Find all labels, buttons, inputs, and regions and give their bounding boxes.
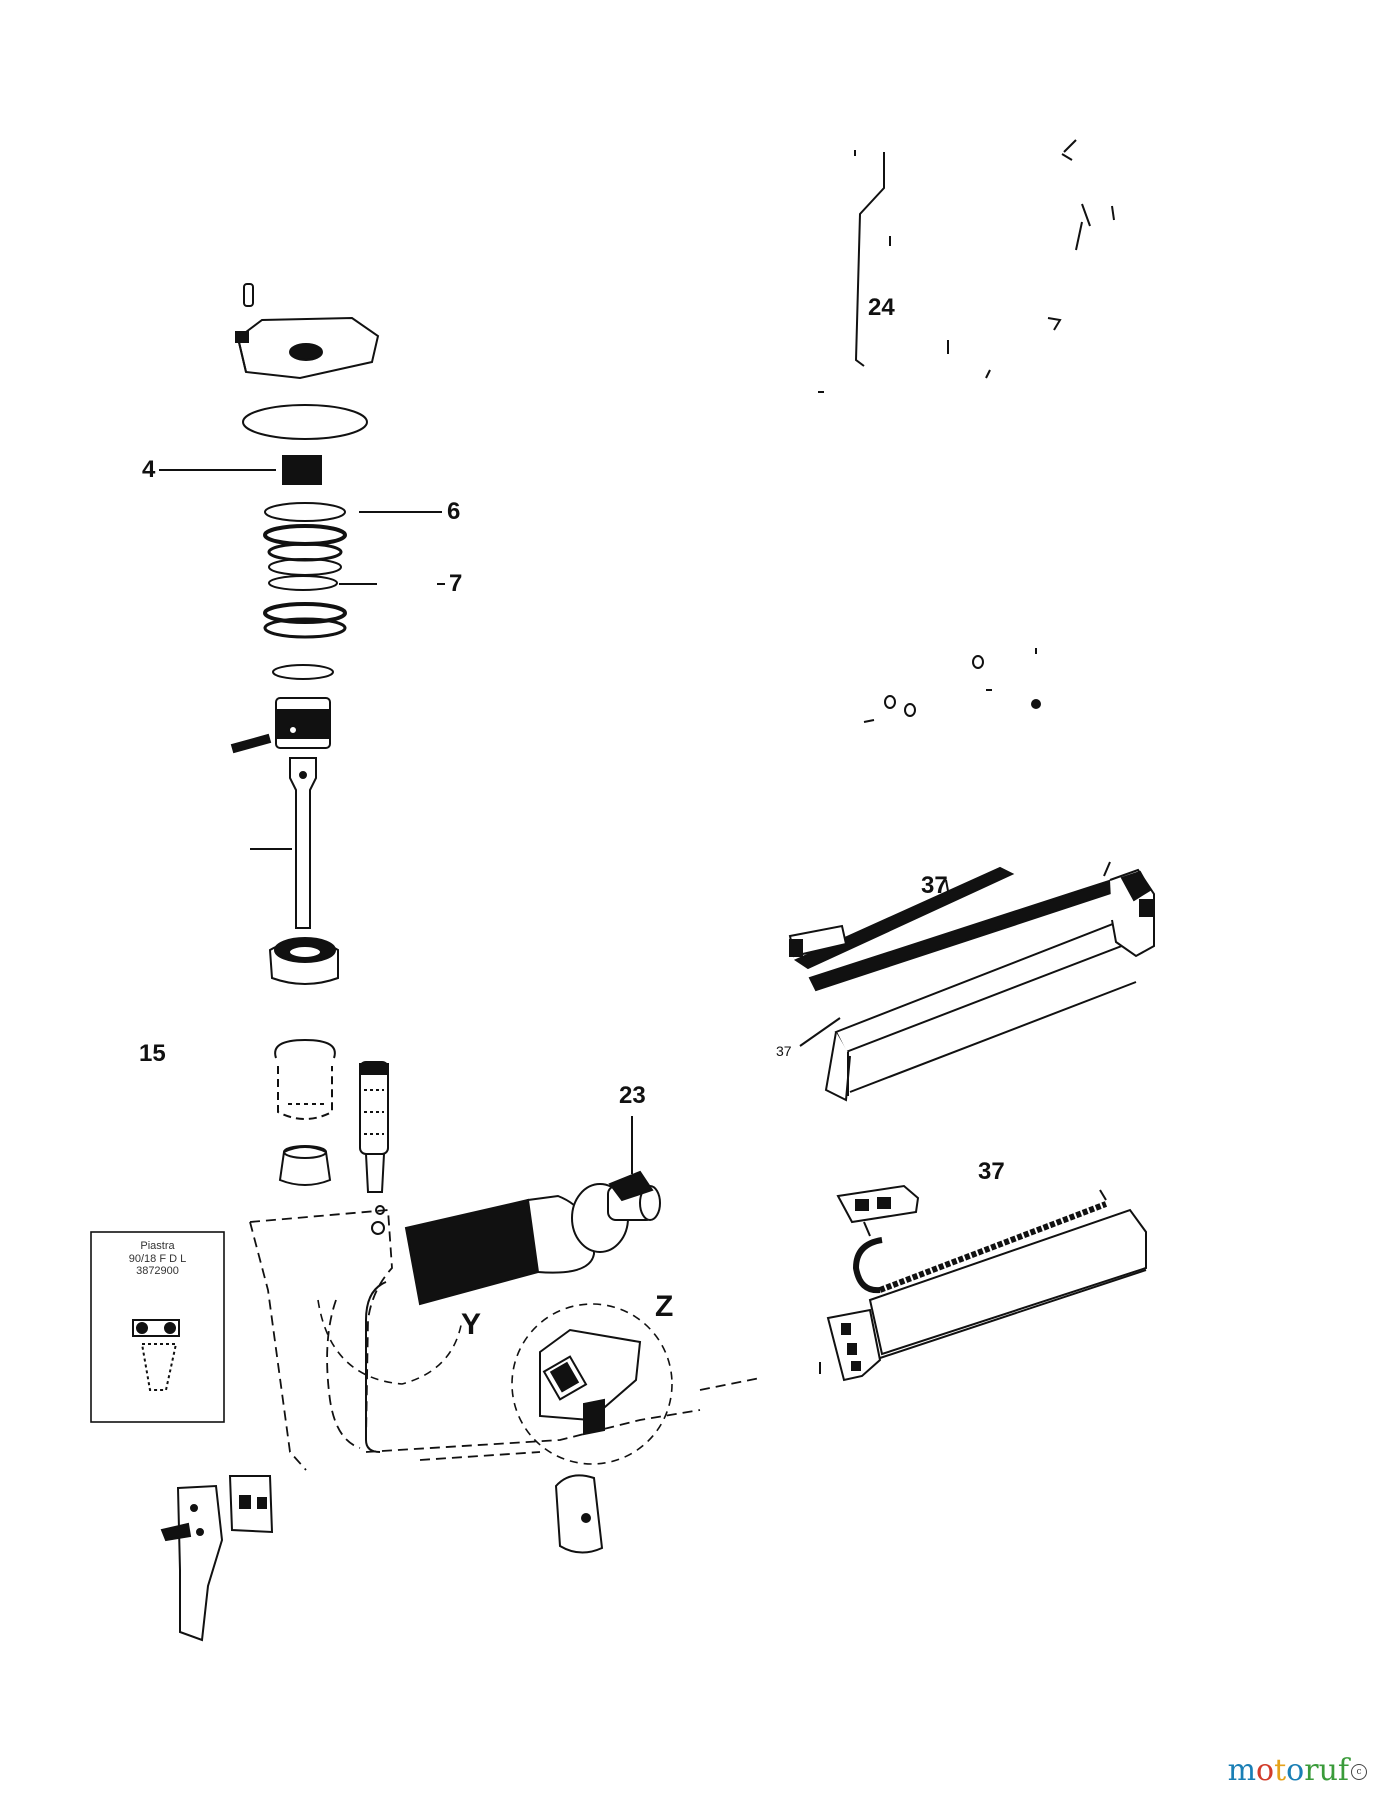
cap-o-ring (242, 404, 368, 440)
trigger (554, 1474, 604, 1554)
label-card-text: Piastra 90/18 F D L 3872900 (96, 1240, 219, 1278)
callout-15: 15 (139, 1040, 166, 1067)
cap-screw (243, 283, 254, 307)
label-card-line-3: 3872900 (136, 1265, 179, 1278)
callout-37-upper: 37 (921, 872, 948, 899)
seal-cup (278, 1145, 332, 1186)
callout-24: 24 (868, 294, 895, 321)
callout-6: 6 (447, 498, 461, 525)
nose-plate (160, 1475, 274, 1642)
valve-ring-stack (263, 524, 347, 576)
watermark-letter-1: m (1227, 1753, 1257, 1788)
o-ring-part-7 (268, 575, 445, 591)
retaining-ring (274, 1038, 336, 1059)
driver-blade (250, 757, 317, 929)
callout-37-lower: 37 (978, 1158, 1005, 1185)
piston-rings (263, 602, 347, 680)
housing-inner-profile (365, 1205, 387, 1453)
callout-7: 7 (449, 570, 463, 597)
detail-label-z: Z (655, 1290, 674, 1323)
watermark-letter-4: o (1286, 1753, 1305, 1788)
small-fasteners (863, 648, 1041, 723)
seal-ring-part-6 (264, 502, 442, 522)
fragment-part-24 (818, 139, 1115, 393)
detail-circle-z (511, 1303, 673, 1465)
label-card-line-2: 90/18 F D L (128, 1252, 187, 1265)
tool-housing (249, 1209, 761, 1471)
bumper (268, 937, 339, 985)
label-card-pictogram (132, 1319, 180, 1391)
callout-23: 23 (619, 1082, 646, 1109)
watermark-letter-2: o (1256, 1753, 1275, 1788)
magazine-lower (819, 1184, 1147, 1382)
handle-grip (404, 1116, 661, 1306)
piston-head (230, 697, 331, 754)
cylinder-cap (235, 316, 380, 380)
copyright-icon: c (1351, 1764, 1367, 1780)
spring-part-4 (159, 455, 322, 485)
callout-4: 4 (142, 456, 156, 483)
detail-circle-y (317, 1299, 463, 1385)
trigger-housing (539, 1328, 642, 1436)
cylinder-sleeve (277, 1066, 333, 1120)
watermark-letter-5: ruf (1304, 1753, 1349, 1788)
label-card-line-1: Piastra (140, 1240, 175, 1252)
trigger-valve (359, 1061, 389, 1193)
callout-37-small: 37 (776, 1043, 792, 1059)
magazine-upper (788, 861, 1155, 1102)
watermark-letter-3: t (1274, 1753, 1287, 1788)
detail-label-y: Y (461, 1308, 482, 1341)
